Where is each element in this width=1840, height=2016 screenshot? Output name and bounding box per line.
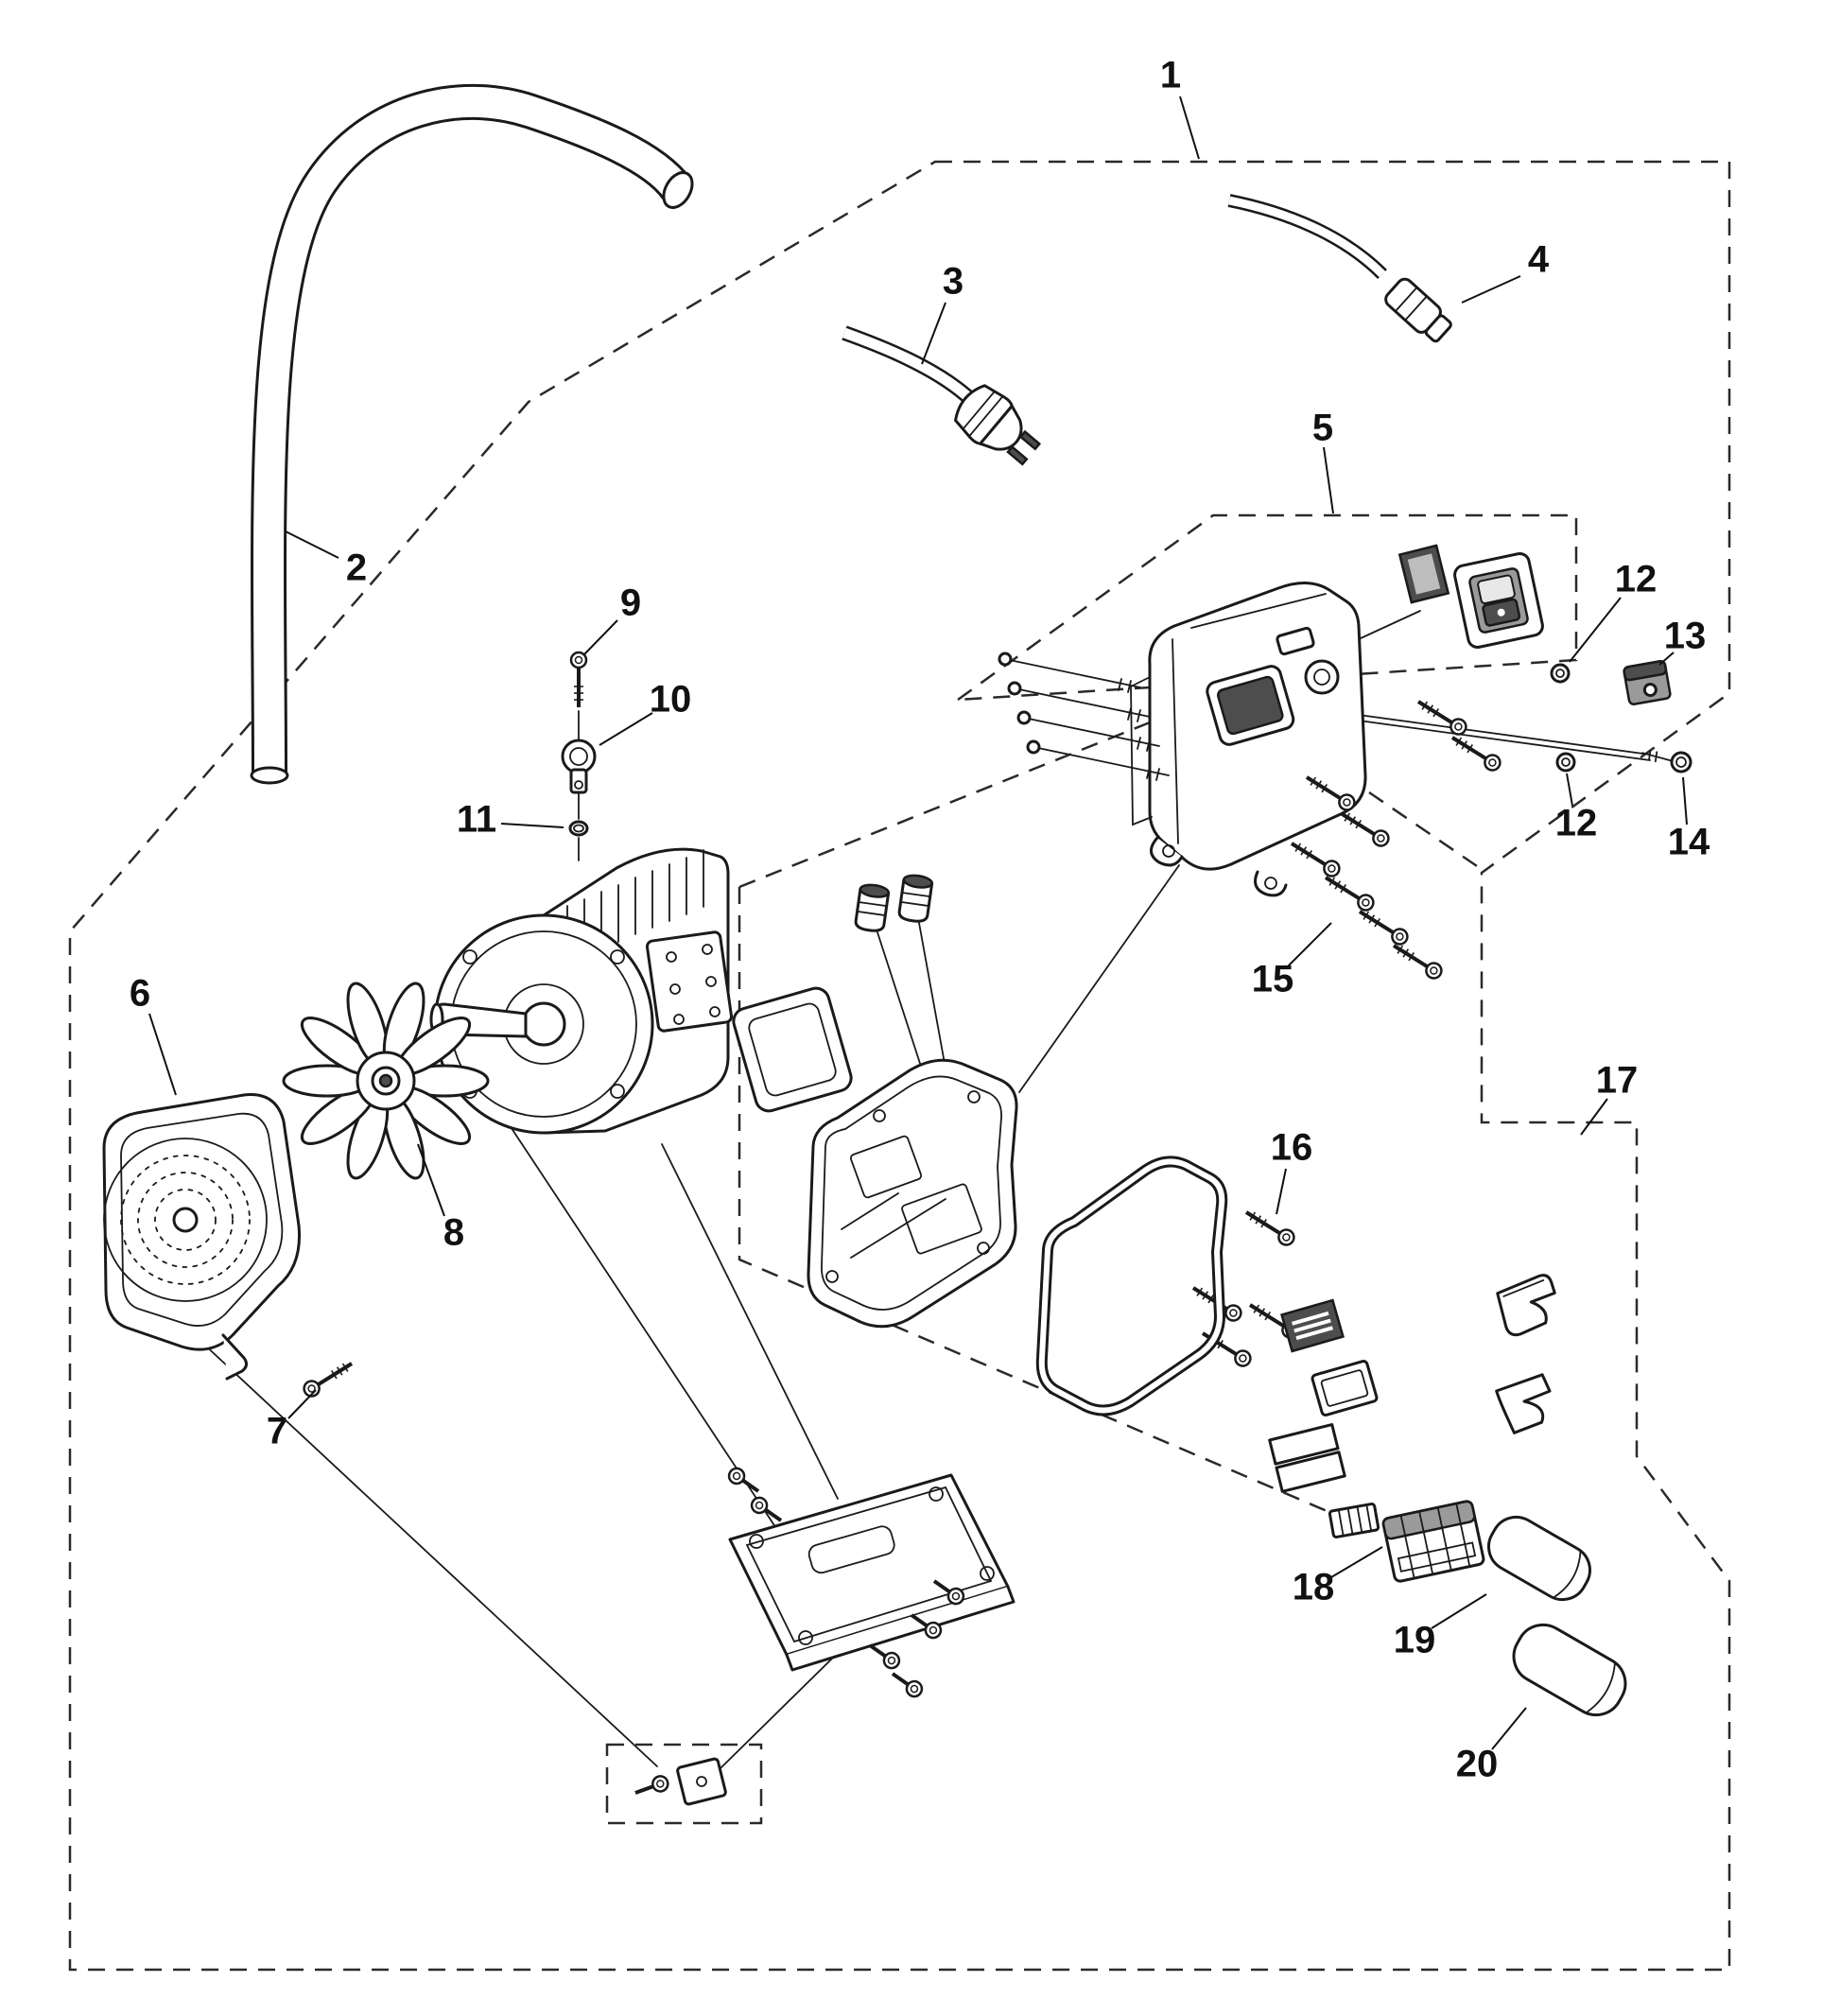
relay-block xyxy=(1381,1500,1485,1583)
callout-leader-4-cord-connector xyxy=(1461,275,1521,304)
washer-12a xyxy=(1550,663,1571,684)
callout-leader-17-clip-group xyxy=(1580,1098,1608,1136)
callout-leader-3-power-cord-plug xyxy=(921,302,946,365)
control-box xyxy=(1130,582,1367,897)
long-screws xyxy=(998,652,1170,781)
power-cord-plug xyxy=(842,325,1042,466)
callout-leader-19-capacitor xyxy=(1431,1593,1487,1629)
callout-leader-14-screw xyxy=(1682,776,1688,826)
key-plate xyxy=(631,1757,727,1806)
cable-gland xyxy=(897,874,934,923)
switch-label-plate xyxy=(1397,544,1450,604)
assembly-lines xyxy=(201,610,1651,1771)
box-gasket xyxy=(1035,1156,1228,1416)
long-screw xyxy=(1016,710,1160,752)
callout-11-nut: 11 xyxy=(457,799,496,841)
callout-10-cable-clamp: 10 xyxy=(650,679,692,721)
screw-14 xyxy=(1641,749,1692,773)
callout-20-capacitor: 20 xyxy=(1456,1744,1499,1785)
bottom-part-boundary xyxy=(605,1743,763,1825)
callout-leader-18-terminal-block xyxy=(1330,1546,1383,1578)
callout-leader-6-fan-cover xyxy=(148,1013,177,1096)
group-1-boundary xyxy=(68,160,1731,1972)
callout-leader-12-washer xyxy=(1569,597,1622,663)
callout-15-screws: 15 xyxy=(1252,959,1294,1000)
callout-leader-20-capacitor xyxy=(1491,1707,1527,1750)
capacitor-2 xyxy=(1512,1623,1627,1717)
callout-leader-13-switch xyxy=(1658,652,1675,666)
callout-leader-5-control-panel-group xyxy=(1323,446,1334,514)
callout-6-fan-cover: 6 xyxy=(130,973,150,1015)
callout-leader-8-cooling-fan xyxy=(417,1143,445,1217)
long-screw xyxy=(998,652,1141,693)
callout-9-screw: 9 xyxy=(620,582,641,624)
long-screw xyxy=(1026,739,1170,781)
callout-leader-15-screws xyxy=(1287,922,1332,967)
cable-clamp xyxy=(561,739,597,794)
callout-leader-9-screw xyxy=(583,619,618,655)
terminal-gasket xyxy=(732,986,853,1113)
callout-leader-16-screws xyxy=(1276,1168,1287,1215)
terminal-box-base xyxy=(807,1058,1018,1329)
callout-3-power-cord-plug: 3 xyxy=(943,261,963,303)
group-5-boundary xyxy=(953,513,1578,702)
mounting-plate xyxy=(723,1463,1015,1702)
callout-12-washer: 12 xyxy=(1615,559,1658,600)
clip-2 xyxy=(1495,1373,1552,1434)
terminal-connector xyxy=(1328,1503,1380,1538)
callout-8-cooling-fan: 8 xyxy=(443,1212,464,1254)
small-plate xyxy=(1311,1360,1379,1416)
callout-18-terminal-block: 18 xyxy=(1293,1567,1335,1608)
callout-12-washer: 12 xyxy=(1555,803,1598,844)
callout-leader-11-nut xyxy=(500,823,564,828)
warning-label xyxy=(1280,1298,1345,1353)
callout-leader-12-washer xyxy=(1566,773,1573,807)
micro-switch-13 xyxy=(1623,660,1672,705)
callout-leader-7-screw xyxy=(287,1389,317,1419)
cord-connector xyxy=(1227,194,1452,343)
capacitor-1 xyxy=(1487,1515,1591,1602)
callout-4-cord-connector: 4 xyxy=(1528,239,1550,281)
washer-12b xyxy=(1555,752,1576,773)
fan-cover xyxy=(102,1093,302,1381)
callout-2-curved-hose: 2 xyxy=(346,547,367,589)
curved-hose xyxy=(250,83,694,785)
long-screw xyxy=(1007,681,1151,722)
hex-nut xyxy=(568,820,589,837)
rocker-switch xyxy=(1453,552,1544,649)
callout-leader-1-main-assembly-boundary xyxy=(1179,96,1200,160)
callout-13-switch: 13 xyxy=(1664,616,1707,657)
callout-7-screw: 7 xyxy=(267,1411,287,1452)
callout-14-screw: 14 xyxy=(1668,822,1710,863)
callout-5-control-panel-group: 5 xyxy=(1312,408,1333,449)
cooling-fan xyxy=(282,982,490,1180)
callout-17-clip-group: 17 xyxy=(1596,1060,1639,1102)
callout-leader-2-curved-hose xyxy=(285,530,339,559)
label-pair xyxy=(1268,1423,1346,1493)
cable-gland xyxy=(854,883,891,932)
clip-1 xyxy=(1496,1274,1556,1337)
callout-leader-10-cable-clamp xyxy=(599,712,653,746)
callout-16-screws: 16 xyxy=(1271,1127,1313,1169)
callout-1-main-assembly-boundary: 1 xyxy=(1160,55,1181,96)
callout-19-capacitor: 19 xyxy=(1394,1620,1436,1661)
